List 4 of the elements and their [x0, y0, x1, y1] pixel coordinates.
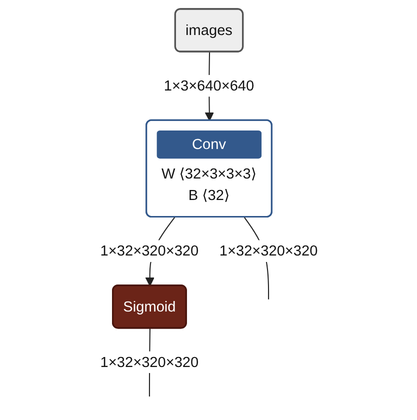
edge-label: 1×3×640×640	[163, 77, 254, 94]
edge-label: 1×32×320×320	[218, 242, 318, 259]
edge-label: 1×32×320×320	[100, 242, 198, 259]
edge-label: 1×32×320×320	[100, 353, 198, 370]
